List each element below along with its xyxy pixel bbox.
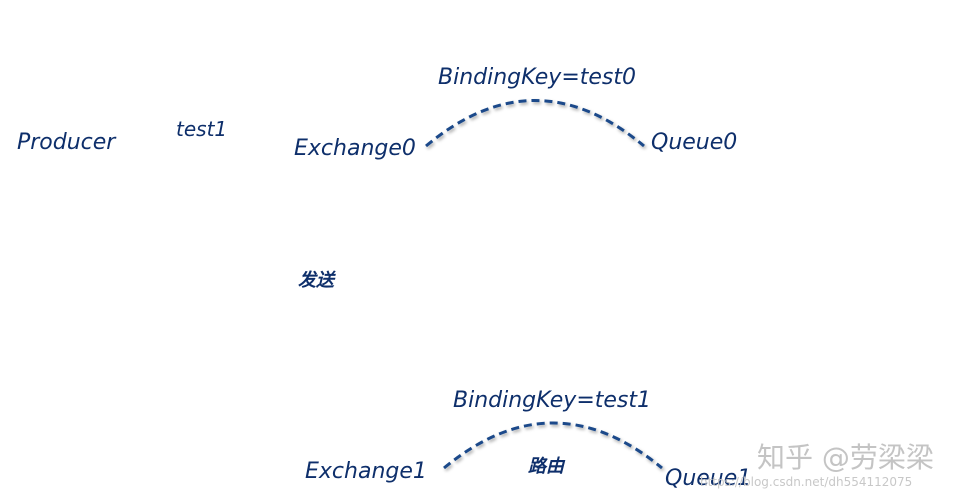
binding-label-test0: BindingKey=test0 (438, 65, 637, 90)
node-exchange0: Exchange0 (294, 136, 416, 161)
binding-arc-exchange0-queue0 (425, 99, 645, 148)
binding-arc-exchange1-queue1 (443, 421, 663, 470)
node-queue1: Queue1 (665, 466, 752, 491)
node-queue0: Queue0 (651, 130, 738, 155)
edge-label-send: 发送 (298, 270, 334, 291)
watermark-brand: 知乎 @劳梁梁 (757, 441, 934, 474)
binding-label-test1: BindingKey=test1 (453, 388, 652, 413)
watermark-url: https://blog.csdn.net/dh554112075 (700, 475, 913, 489)
node-producer: Producer (17, 130, 116, 155)
edge-label-route: 路由 (528, 456, 564, 477)
edge-label-test1: test1 (176, 117, 228, 141)
node-exchange1: Exchange1 (305, 459, 427, 484)
